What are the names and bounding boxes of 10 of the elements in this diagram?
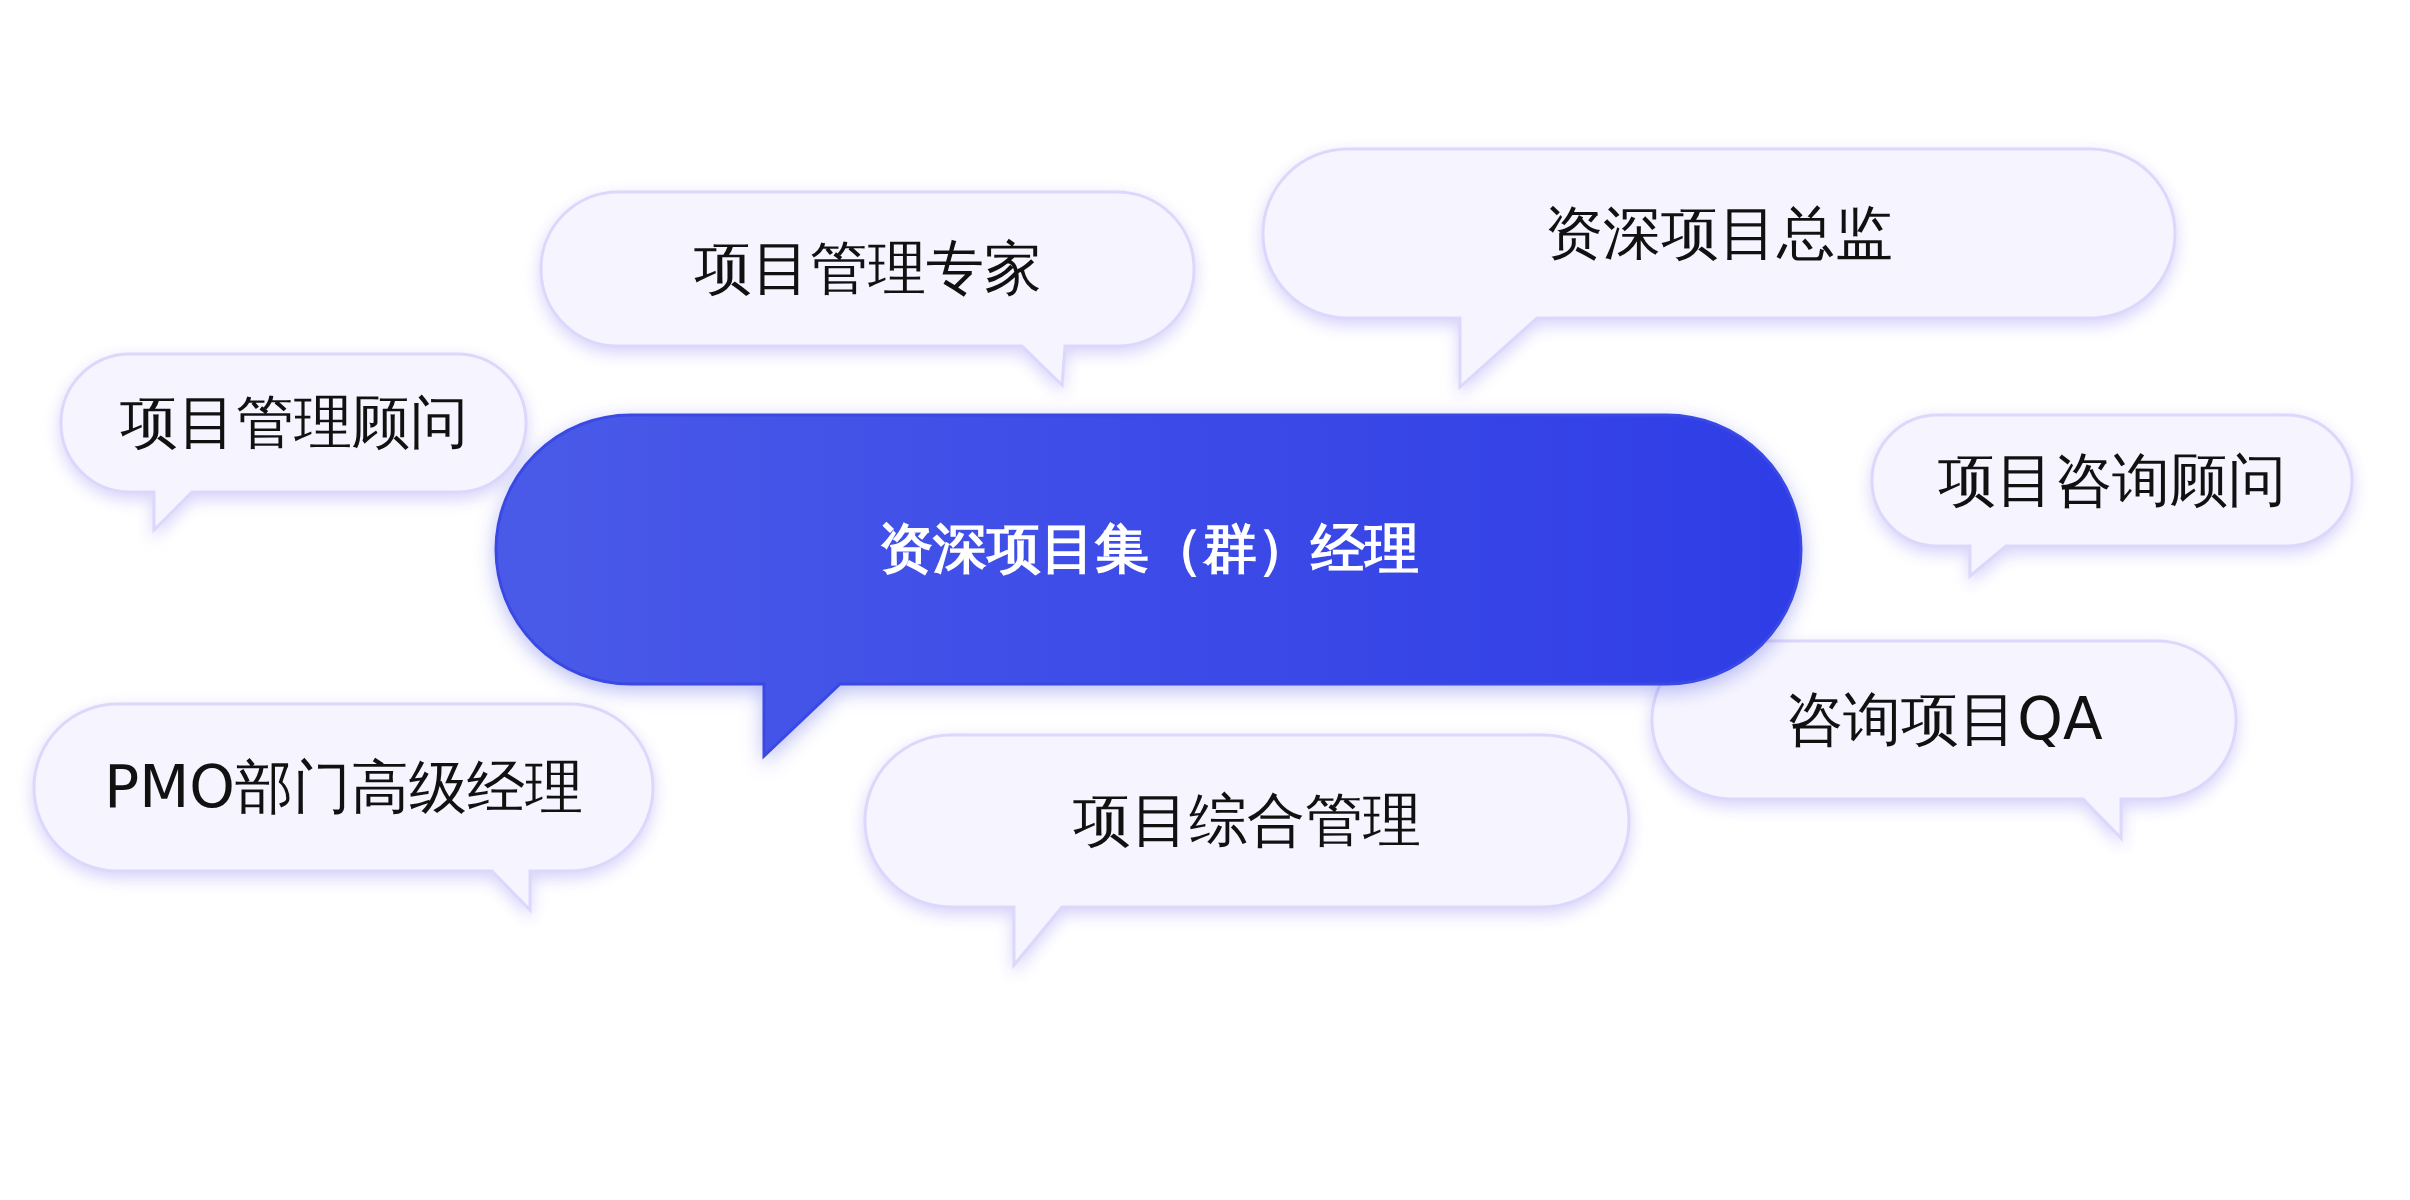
bubble-text: 资深项目集（群）经理 [878, 517, 1419, 582]
bubble-text: 资深项目总监 [1545, 198, 1893, 269]
bubble-text: 项目管理专家 [693, 234, 1042, 304]
speech-bubble [541, 192, 1194, 385]
speech-bubble [61, 354, 526, 530]
speech-bubble [1872, 415, 2352, 576]
bubble-text: 项目管理顾问 [119, 388, 468, 458]
speech-bubble [1263, 149, 2175, 387]
bubble-text: 项目综合管理 [1073, 786, 1421, 856]
bubble-text: 项目咨询顾问 [1938, 445, 2286, 516]
